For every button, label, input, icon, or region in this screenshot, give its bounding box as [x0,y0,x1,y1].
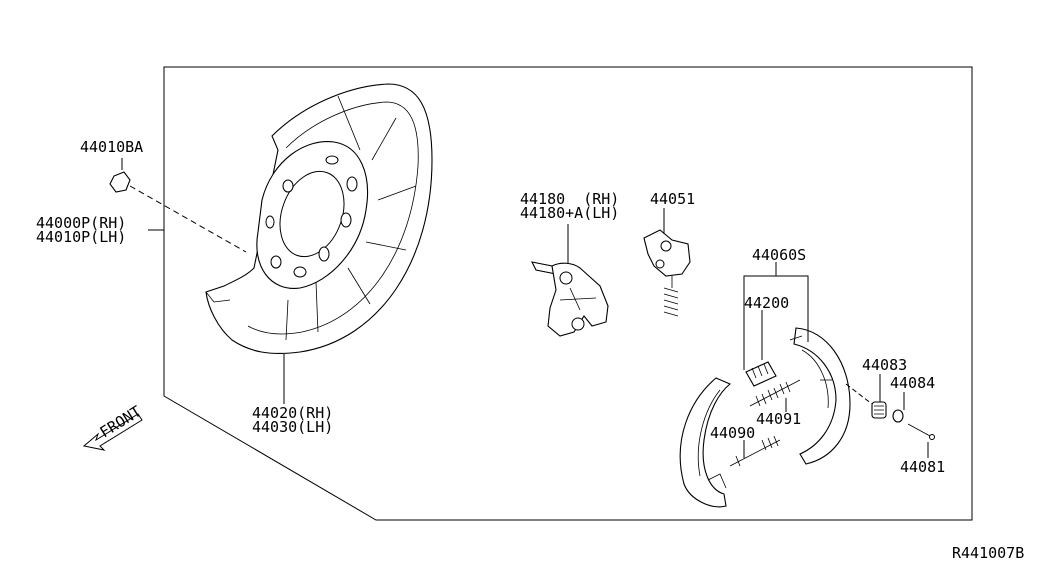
pin-drawing [907,423,935,440]
label-pin: 44081 [900,458,945,476]
spring-lower-drawing [729,435,781,467]
label-shoe-set: 44060S [752,246,806,264]
label-backing-plate-lh: 44010P(LH) [36,228,126,246]
cup-drawing [892,409,904,423]
label-front: FRONT [97,402,145,441]
adjuster-kit-drawing [643,229,691,317]
lever-drawing [531,261,609,337]
label-spring-upper: 44091 [756,410,801,428]
retainer-drawing [871,401,887,419]
label-adjuster-kit: 44051 [650,190,695,208]
label-dust-shield-lh: 44030(LH) [252,418,333,436]
label-lever-lh: 44180+A(LH) [520,204,619,222]
brake-shoe-left [679,377,732,508]
assembly-frame [163,66,973,521]
brake-shoe-right [789,327,851,465]
label-lever-rh: 44180 (RH) [520,190,619,208]
label-dust-shield-rh: 44020(RH) [252,404,333,422]
adjuster-screw-drawing [745,361,777,387]
label-nut: 44010BA [80,138,143,156]
diagram-id: R441007B [952,544,1024,562]
label-spring-lower: 44090 [710,424,755,442]
label-adjuster: 44200 [744,294,789,312]
label-cup: 44084 [890,374,935,392]
label-backing-plate-rh: 44000P(RH) [36,214,126,232]
front-arrow [82,413,143,451]
label-retainer: 44083 [862,356,907,374]
dust-shield-drawing [205,83,433,355]
spring-upper-drawing [749,379,801,407]
